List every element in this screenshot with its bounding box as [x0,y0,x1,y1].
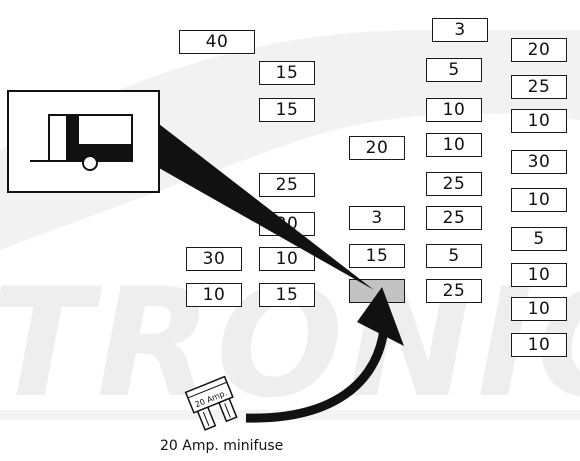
fuse-slot: 3 [432,18,488,42]
fuse-slot: 5 [426,58,482,82]
fuse-slot: 30 [259,212,315,236]
fuse-slot: 25 [511,75,567,99]
fuse-slot: 5 [426,244,482,268]
fuse-slot: 10 [511,333,567,357]
fuse-slot: 40 [179,30,255,54]
fuse-slot: 10 [511,263,567,287]
fuse-slot: 3 [349,206,405,230]
fuse-slot: 15 [349,244,405,268]
fuse-slot: 25 [426,206,482,230]
fuse-slot: 25 [259,173,315,197]
fuse-slot: 10 [259,247,315,271]
fuse-slot: 10 [511,297,567,321]
fuse-slot: 15 [259,98,315,122]
fuse-slot: 10 [426,133,482,157]
fuse-slot: 10 [511,188,567,212]
fuse-slot: 5 [511,227,567,251]
fuse-slot: 20 [349,136,405,160]
fuse-slot: 30 [186,247,242,271]
fuse-slot: 15 [259,283,315,307]
fuse-slot: 10 [426,98,482,122]
fuse-slot: 10 [186,283,242,307]
fuse-slot: 25 [426,279,482,303]
fuse-slot: 20 [511,38,567,62]
fuse-slot: 15 [259,61,315,85]
fuse-slot: 10 [511,109,567,133]
empty-fuse-slot [349,279,405,303]
fuse-slot: 30 [511,150,567,174]
fuse-slot: 25 [426,172,482,196]
minifuse-caption: 20 Amp. minifuse [160,438,283,454]
